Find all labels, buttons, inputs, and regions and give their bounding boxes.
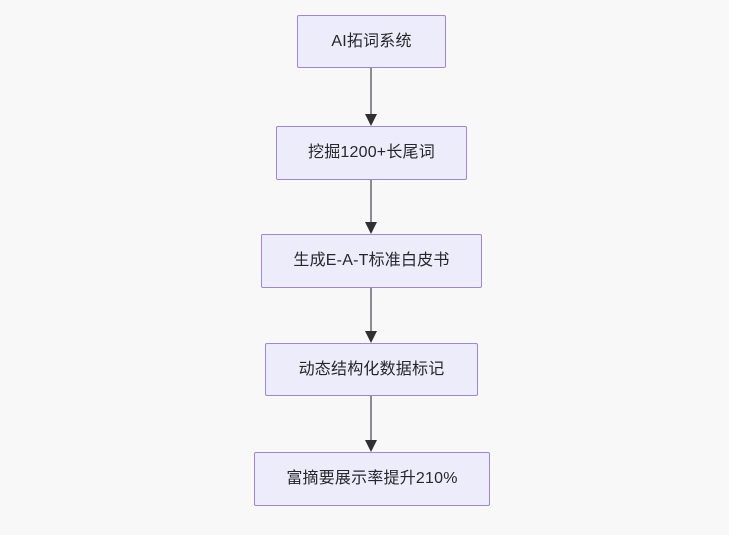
arrowhead-icon bbox=[365, 222, 377, 234]
flowchart-node-3[interactable]: 生成E-A-T标准白皮书 bbox=[261, 234, 482, 288]
arrowhead-icon bbox=[365, 440, 377, 452]
edge-node-3-to-node-4 bbox=[365, 288, 377, 343]
arrowhead-icon bbox=[365, 331, 377, 343]
flowchart-node-5[interactable]: 富摘要展示率提升210% bbox=[254, 452, 490, 506]
flowchart-node-label: 挖掘1200+长尾词 bbox=[308, 144, 435, 162]
arrowhead-icon bbox=[365, 114, 377, 126]
flowchart-node-label: 生成E-A-T标准白皮书 bbox=[293, 252, 450, 270]
flowchart-node-label: AI拓词系统 bbox=[331, 32, 412, 50]
edge-node-4-to-node-5 bbox=[365, 396, 377, 452]
flowchart-node-2[interactable]: 挖掘1200+长尾词 bbox=[276, 126, 467, 180]
edge-node-2-to-node-3 bbox=[365, 180, 377, 234]
flowchart-node-label: 富摘要展示率提升210% bbox=[286, 470, 458, 488]
flowchart-node-4[interactable]: 动态结构化数据标记 bbox=[265, 343, 478, 396]
flowchart-node-label: 动态结构化数据标记 bbox=[298, 360, 445, 378]
edge-node-1-to-node-2 bbox=[365, 68, 377, 126]
flowchart-node-1[interactable]: AI拓词系统 bbox=[297, 15, 446, 68]
